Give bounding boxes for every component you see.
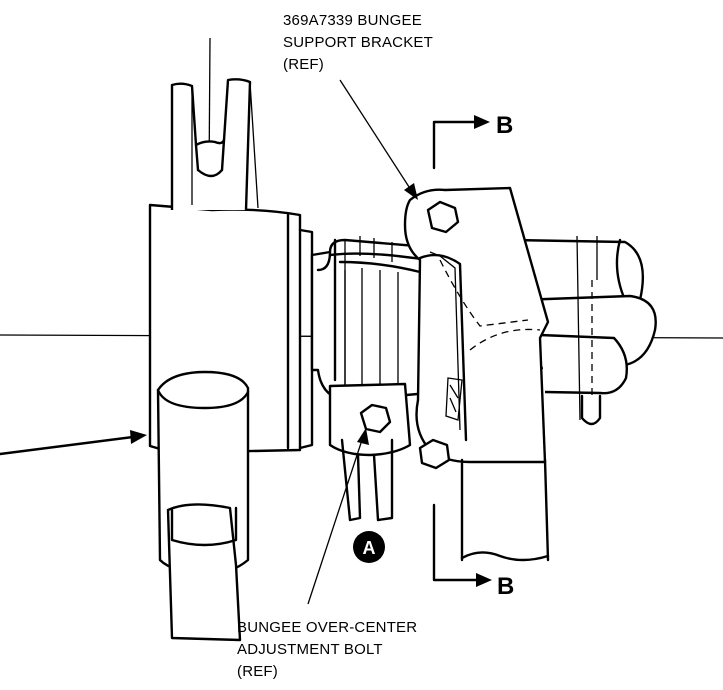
section-b-top: B: [432, 112, 513, 170]
section-b-bottom-label: B: [497, 573, 514, 600]
right-tubes: [511, 235, 657, 426]
bracket-callout-line1: 369A7339 BUNGEE: [283, 12, 422, 29]
detail-marker-a-label: A: [363, 538, 376, 558]
connecting-shaft: [310, 236, 442, 402]
support-bracket: [403, 186, 550, 562]
detail-marker-a: A: [353, 531, 385, 563]
bracket-callout-line2: SUPPORT BRACKET: [283, 34, 433, 51]
bracket-bottom-hex-bolt: [418, 438, 451, 470]
bracket-callout-line3: (REF): [283, 56, 324, 73]
bracket-top-hex-bolt: [426, 200, 460, 234]
bolt-leader: [307, 428, 369, 605]
bracket-callout: 369A7339 BUNGEE SUPPORT BRACKET (REF): [283, 12, 433, 73]
section-b-top-label: B: [496, 112, 513, 139]
bolt-callout-line3: (REF): [237, 663, 278, 680]
hex-bolt-head: [359, 403, 392, 434]
bolt-callout-line2: ADJUSTMENT BOLT: [237, 641, 383, 658]
section-b-bottom: B: [432, 503, 514, 600]
lower-cylinder: [156, 370, 250, 642]
bolt-callout: BUNGEE OVER-CENTER ADJUSTMENT BOLT (REF): [237, 619, 417, 680]
left-pointer-arrow: [0, 430, 147, 456]
bracket-leader: [339, 79, 418, 200]
bolt-callout-line1: BUNGEE OVER-CENTER: [237, 619, 417, 636]
adjustment-bolt-block: [328, 382, 412, 522]
